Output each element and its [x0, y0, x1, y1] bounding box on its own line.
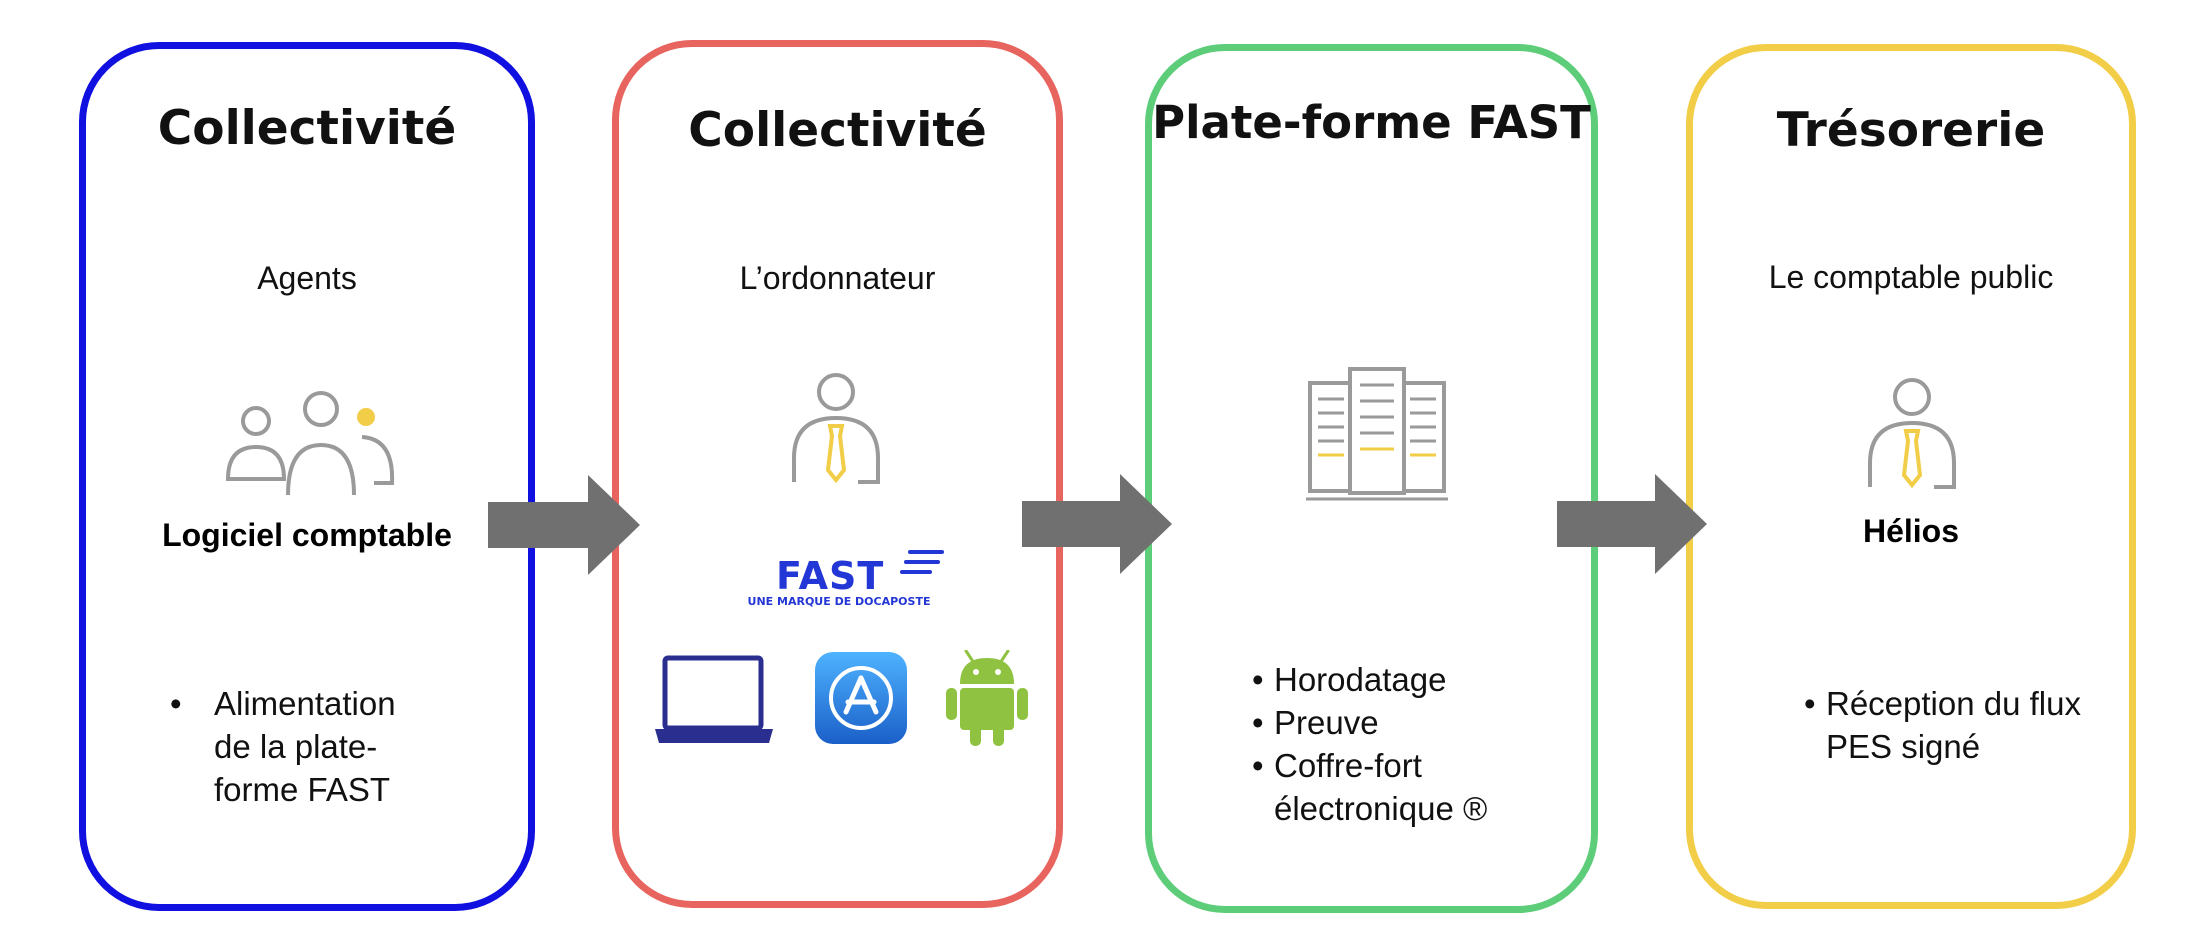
- collectivite-ordonnateur-panel: Collectivité L’ordonnateur: [612, 40, 1063, 908]
- panel-title: Plate-forme FAST: [1152, 96, 1591, 149]
- tresorerie-panel: Trésorerie Le comptable public Hélios Ré…: [1686, 44, 2136, 909]
- panel-title: Collectivité: [157, 101, 457, 156]
- person-with-tie-icon: [1868, 378, 1956, 489]
- flow-arrow-right-3: [1557, 474, 1707, 574]
- panel-title: Trésorerie: [1776, 103, 2046, 158]
- panel-title: Collectivité: [688, 103, 987, 158]
- bullet-item: Réception du flux PES signé: [1804, 682, 2104, 768]
- group-of-people-icon: [225, 391, 395, 496]
- flow-arrow-right-2: [1022, 474, 1172, 574]
- bullet-item: Coffre-fort électronique ®: [1252, 744, 1572, 830]
- app-store-icon: [815, 652, 907, 744]
- fast-logo-lines-icon: [900, 550, 944, 574]
- bullet-item: Horodatage: [1252, 658, 1572, 701]
- fast-logo-text: FAST: [776, 554, 885, 598]
- bullet-list: Alimentation de la plate-forme FAST: [166, 682, 436, 811]
- plateforme-fast-panel: Plate-forme FAST Horodat: [1145, 44, 1598, 913]
- bullet-list: Réception du flux PES signé: [1804, 682, 2104, 768]
- system-name: Logiciel comptable: [162, 517, 452, 553]
- fast-logo-tagline: UNE MARQUE DE DOCAPOSTE: [747, 595, 931, 608]
- bullet-list: Horodatage Preuve Coffre-fort électroniq…: [1252, 658, 1572, 830]
- role-label: Le comptable public: [1768, 259, 2054, 295]
- android-icon: [946, 650, 1028, 746]
- bullet-item: Alimentation de la plate-forme FAST: [166, 682, 436, 811]
- fast-logo: FAST UNE MARQUE DE DOCAPOSTE: [732, 548, 946, 612]
- person-with-tie-icon: [792, 373, 880, 484]
- laptop-icon: [655, 655, 773, 743]
- system-name: Hélios: [1862, 513, 1960, 549]
- collectivite-agents-panel: Collectivité Agents Logiciel comptable A…: [79, 42, 535, 911]
- role-label: L’ordonnateur: [739, 260, 936, 296]
- flow-arrow-right-1: [488, 475, 640, 575]
- bullet-item: Preuve: [1252, 701, 1572, 744]
- role-label: Agents: [257, 260, 357, 296]
- server-rack-icon: [1306, 367, 1448, 501]
